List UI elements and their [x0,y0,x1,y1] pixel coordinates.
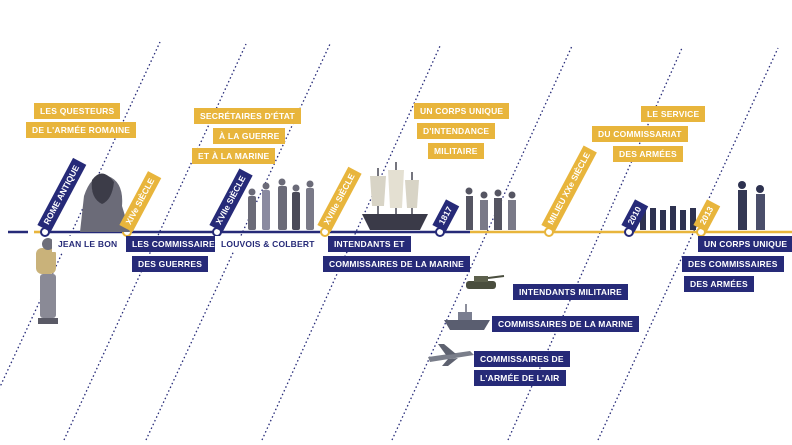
intendance-line1: UN CORPS UNIQUE [414,103,510,119]
service-line3: DES ARMÉES [613,146,683,162]
commissaires-air-line2: L'ARMÉE DE L'AIR [474,370,566,386]
service-line1: LE SERVICE [641,106,706,122]
patrol-boat-icon [444,304,490,330]
intendants-militaire-label: INTENDANTS MILITAIRE [513,284,629,300]
era-line [391,45,573,441]
commissaires-air-line1: COMMISSAIRES DE [474,351,570,367]
commissaires-guerres-line1: LES COMMISSAIRES [126,236,227,252]
commissaires-guerres-line2: DES GUERRES [132,256,209,272]
service-line2: DU COMMISSARIAT [592,126,688,142]
questeurs-line2: DE L'ARMÉE ROMAINE [26,122,137,138]
sailing-ship-icon [362,162,428,230]
secretaires-line2: À LA GUERRE [213,128,286,144]
uniformed-crowd-icon [640,181,765,230]
statue-figure-icon [36,238,58,324]
intendance-line3: MILITAIRE [428,143,484,159]
soldiers-1817-icon [465,187,516,230]
louvois-colbert-label: LOUVOIS & COLBERT [215,236,321,252]
questeurs-line1: LES QUESTEURS [34,103,121,119]
corps-unique-armees-line2: DES COMMISSAIRES [682,256,784,272]
corps-unique-armees-line1: UN CORPS UNIQUE [698,236,792,252]
intendants-line1: INTENDANTS ET [328,236,411,252]
soldiers-group-icon [248,178,314,230]
commissaires-marine-label: COMMISSAIRES DE LA MARINE [492,316,640,332]
secretaires-line1: SECRÉTAIRES D'ÉTAT [194,108,301,124]
fighter-jet-icon [428,344,474,366]
corps-unique-armees-line3: DES ARMÉES [684,276,754,292]
intendance-line2: D'INTENDANCE [417,123,496,139]
secretaires-line3: ET À LA MARINE [192,148,276,164]
jean-le-bon-label: JEAN LE BON [52,236,124,252]
intendants-line2: COMMISSAIRES DE LA MARINE [323,256,471,272]
portrait-figure-icon [80,173,130,232]
tank-icon [466,275,505,289]
